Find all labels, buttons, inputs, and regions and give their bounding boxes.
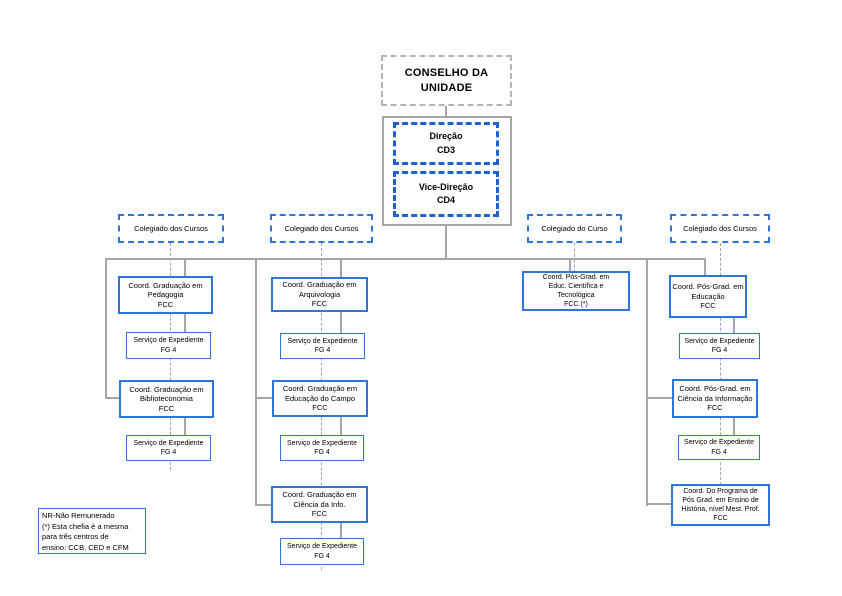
servico-expediente-box: Serviço de Expediente FG 4	[678, 435, 760, 460]
coord-programa-pos-grad-historia-box: Coord. Do Programa de Pós Grad. em Ensin…	[671, 484, 770, 526]
connector-col2-ciencia-servico	[340, 523, 342, 539]
coord-pos-grad-educ-cientifica-box: Coord. Pós-Grad. em Educ. Científica e T…	[522, 271, 630, 311]
coord-educacao-do-campo-box: Coord. Graduação em Educação do Campo FC…	[272, 380, 368, 417]
connector-col3-drop	[569, 258, 571, 272]
coord-pos-grad-ciencia-informacao-box: Coord. Pós-Grad. em Ciência da Informaçã…	[672, 379, 758, 418]
coord-pos-grad-educacao-box: Coord. Pós-Grad. em Educação FCC	[669, 275, 747, 318]
connector-col4-bus-corner-drop	[704, 258, 706, 276]
coord-arquivologia-box: Coord. Graduação em Arquivologia FCC	[271, 277, 368, 312]
servico-expediente-box: Serviço de Expediente FG 4	[280, 333, 365, 359]
connector-col4-left-vertical	[646, 258, 648, 506]
coord-ciencia-da-info-box: Coord. Graduação em Ciência da Info. FCC	[271, 486, 368, 523]
connector-col1-biblioteconomia-servico	[184, 418, 186, 436]
servico-expediente-box: Serviço de Expediente FG 4	[280, 435, 364, 461]
colegiado-box-2: Colegiado dos Cursos	[270, 214, 373, 243]
servico-expediente-box: Serviço de Expediente FG 4	[126, 332, 211, 359]
servico-expediente-box: Serviço de Expediente FG 4	[679, 333, 760, 359]
direcao-box: Direção CD3	[393, 122, 499, 165]
connector-col2-stub-educacao-campo	[255, 397, 272, 399]
dashed-connector-col3	[574, 243, 575, 273]
connector-col4-educacao-servico	[733, 318, 735, 334]
conselho-da-unidade-box: CONSELHO DA UNIDADE	[381, 55, 512, 106]
connector-col1-stub-biblioteconomia	[105, 397, 120, 399]
colegiado-box-4: Colegiado dos Cursos	[670, 214, 770, 243]
connector-bus-horizontal	[105, 258, 706, 260]
coord-pedagogia-box: Coord. Graduação em Pedagogia FCC	[118, 276, 213, 314]
colegiado-box-1: Colegiado dos Cursos	[118, 214, 224, 243]
legend-note-box: NR-Não Remunerado (*) Esta chefia é a me…	[38, 508, 146, 554]
connector-col2-left-vertical	[255, 258, 257, 506]
connector-col2-stub-ciencia-info	[255, 504, 272, 506]
connector-col2-educacao-servico	[340, 417, 342, 436]
coord-biblioteconomia-box: Coord. Graduação em Biblioteconomia FCC	[119, 380, 214, 418]
connector-col4-ciencia-servico	[733, 418, 735, 436]
connector-direcao-bus	[445, 226, 447, 258]
vice-direcao-box: Vice-Direção CD4	[393, 171, 499, 217]
connector-conselho-direcao	[445, 106, 447, 116]
connector-col4-stub-ciencia-informacao	[646, 397, 672, 399]
servico-expediente-box: Serviço de Expediente FG 4	[126, 435, 211, 461]
servico-expediente-box: Serviço de Expediente FG 4	[280, 538, 364, 565]
connector-col1-left-vertical	[105, 258, 107, 398]
connector-col4-stub-programa	[646, 503, 672, 505]
colegiado-box-3: Colegiado do Curso	[527, 214, 622, 243]
